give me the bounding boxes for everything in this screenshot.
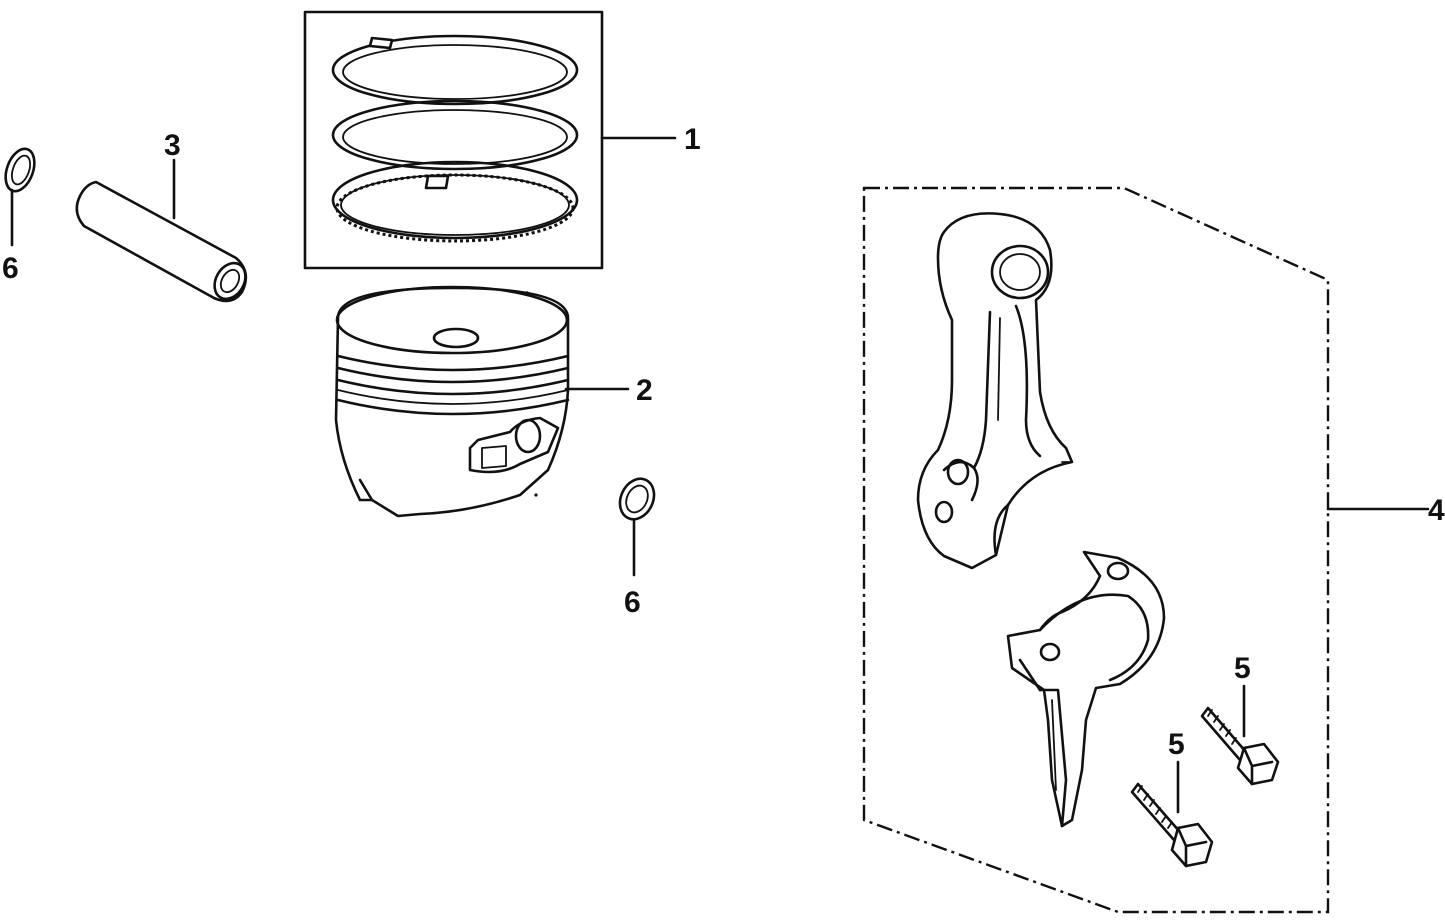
piston-crown-dimple: [432, 327, 480, 349]
cap-bolt-hole-lower: [1039, 642, 1061, 662]
rod-set-frame: [862, 186, 1330, 914]
bolt-hole-lower: [934, 500, 954, 524]
callout-5-right: 5: [1234, 652, 1251, 685]
piston-pin: 3: [75, 129, 248, 303]
callout-4: 4: [1428, 494, 1445, 527]
connecting-rod-set: 4: [862, 186, 1445, 914]
callout-1: 1: [684, 123, 701, 156]
piston: 2: [334, 285, 653, 518]
pin-clip-right: 6: [618, 477, 656, 619]
cap-bolt-hole-upper: [1106, 561, 1130, 581]
callout-6-left: 6: [2, 252, 19, 285]
piston-ring-set: 1: [303, 10, 701, 270]
second-ring: [331, 99, 579, 171]
ring-set-frame: [303, 10, 604, 270]
piston-crown: [335, 285, 569, 355]
top-ring: [331, 34, 579, 106]
callout-6-right: 6: [624, 586, 641, 619]
callout-5-left: 5: [1168, 728, 1185, 761]
rod-bolt-right: 5: [1200, 652, 1280, 786]
pin-clip-left: 6: [2, 147, 36, 285]
pin-bore: [213, 261, 247, 301]
callout-3: 3: [164, 129, 181, 162]
oil-ring: [331, 160, 579, 240]
rod-bolt-left: 5: [1130, 728, 1214, 868]
connecting-rod-cap: [1006, 550, 1166, 828]
connecting-rod: [916, 212, 1074, 570]
callout-2: 2: [636, 374, 653, 407]
bolt-hole-upper: [946, 458, 970, 486]
piston-body: [334, 286, 570, 518]
pin-boss: [468, 416, 560, 474]
